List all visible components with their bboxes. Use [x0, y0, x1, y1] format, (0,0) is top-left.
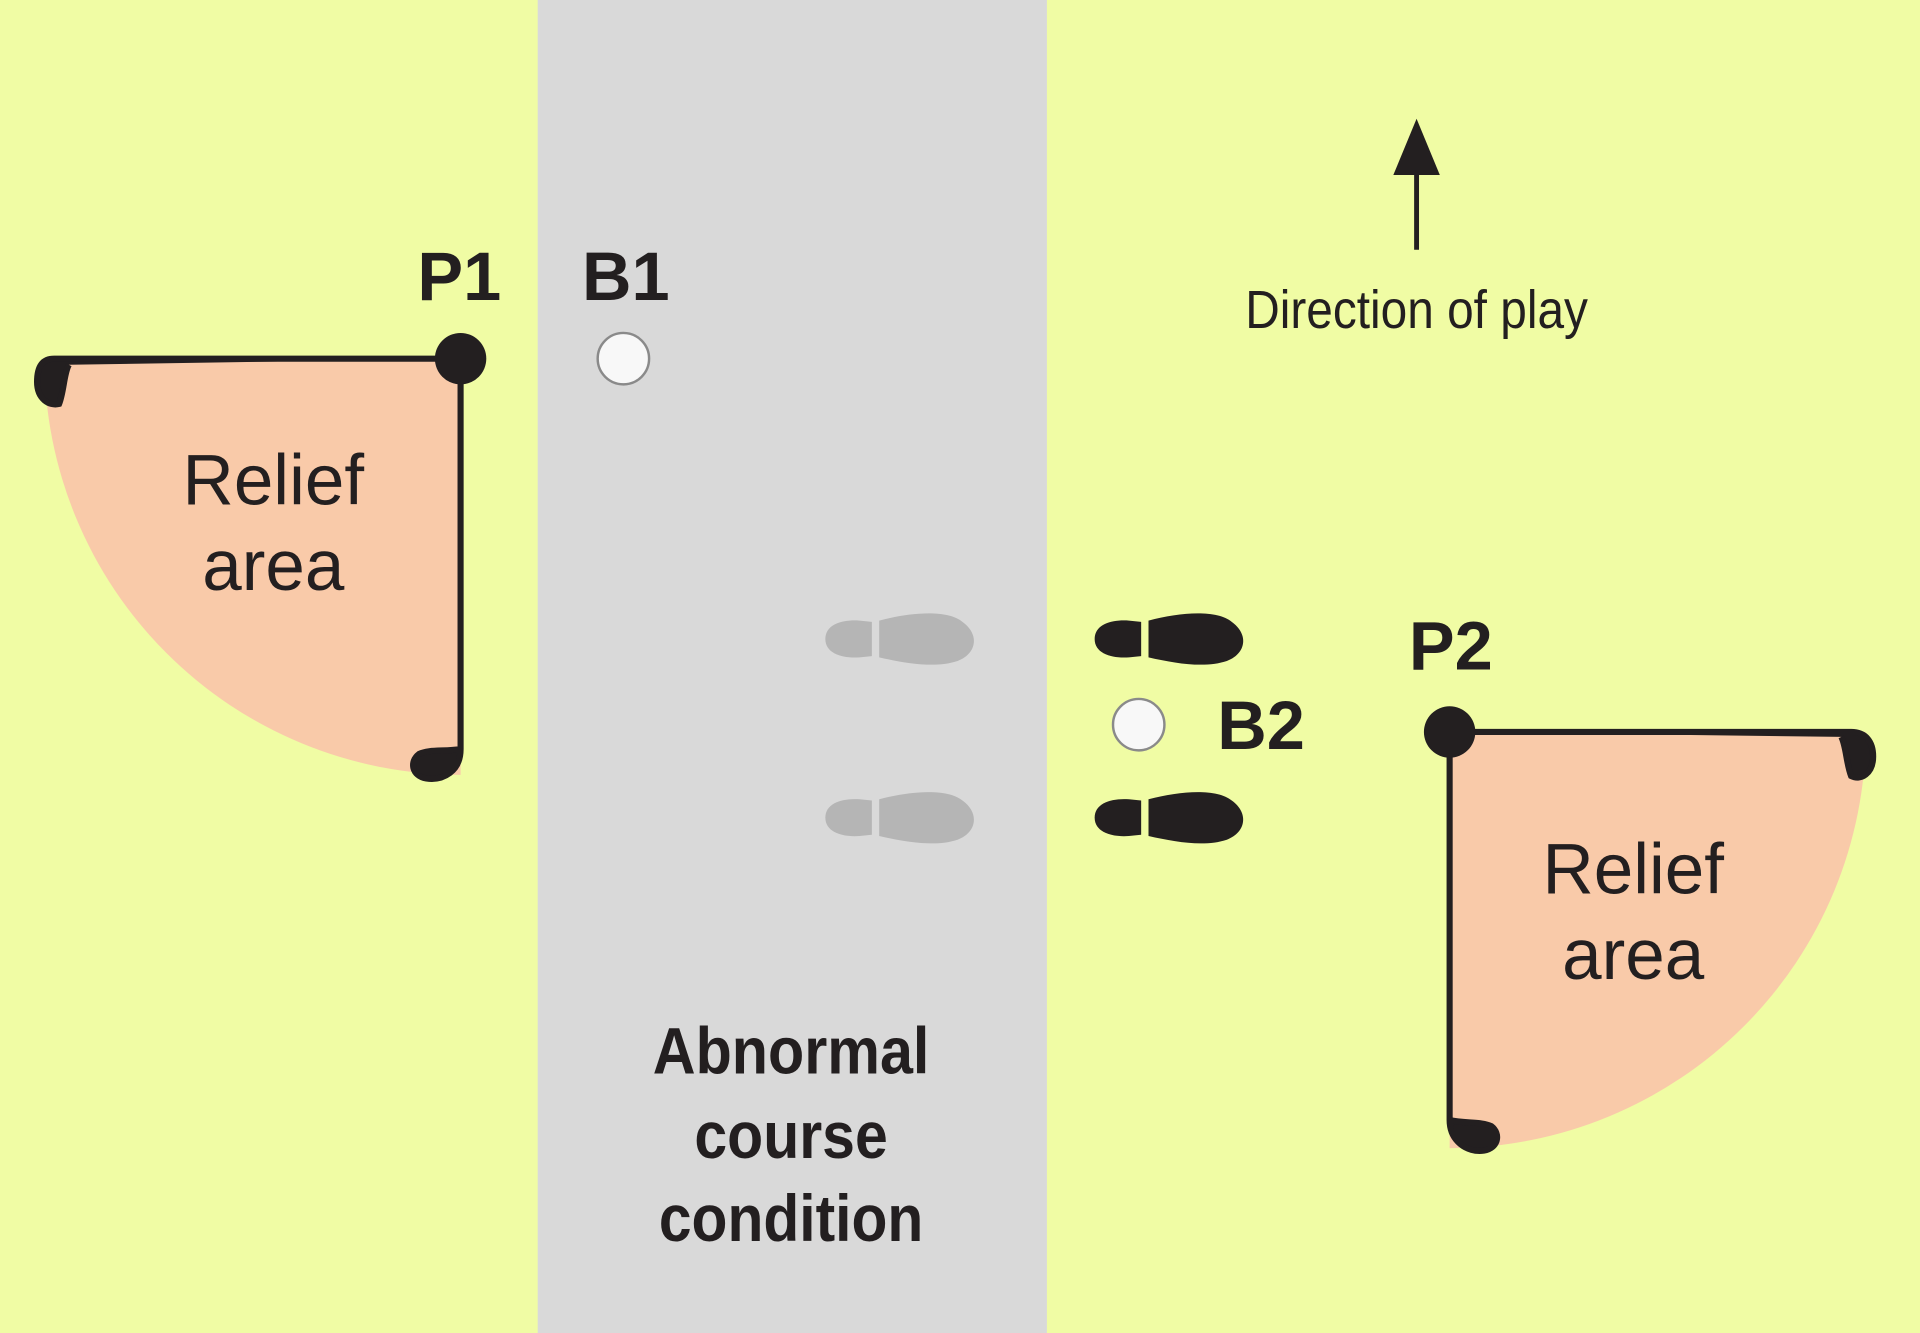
direction-arrow-icon	[1393, 118, 1440, 250]
abnormal-label-line3: condition	[659, 1182, 923, 1256]
footprint-icon	[1094, 613, 1244, 665]
p1-label: P1	[417, 238, 501, 315]
p2-label: P2	[1409, 608, 1493, 685]
abnormal-course-condition-area	[537, 0, 1047, 1333]
direction-of-play-label: Direction of play	[1245, 280, 1588, 340]
ghost-footprint-icon	[825, 792, 974, 844]
relief-area-right-line2: area	[1562, 916, 1705, 995]
p2-point	[1423, 706, 1476, 758]
ball-b2	[1111, 697, 1166, 752]
p1-point	[434, 332, 487, 385]
abnormal-label-line2: course	[694, 1099, 887, 1173]
ball-b1	[596, 331, 651, 386]
abnormal-label-line1: Abnormal	[653, 1014, 930, 1088]
relief-area-left: Relief area	[33, 332, 487, 782]
relief-area-left-line1: Relief	[183, 441, 365, 520]
relief-area-right-line1: Relief	[1542, 831, 1724, 910]
b1-label: B1	[582, 238, 670, 315]
relief-area-left-line2: area	[202, 527, 345, 606]
footprint-icon	[1094, 792, 1244, 844]
relief-area-right: Relief area	[1423, 706, 1877, 1154]
b2-label: B2	[1217, 687, 1305, 764]
ghost-footprint-icon	[825, 613, 974, 665]
